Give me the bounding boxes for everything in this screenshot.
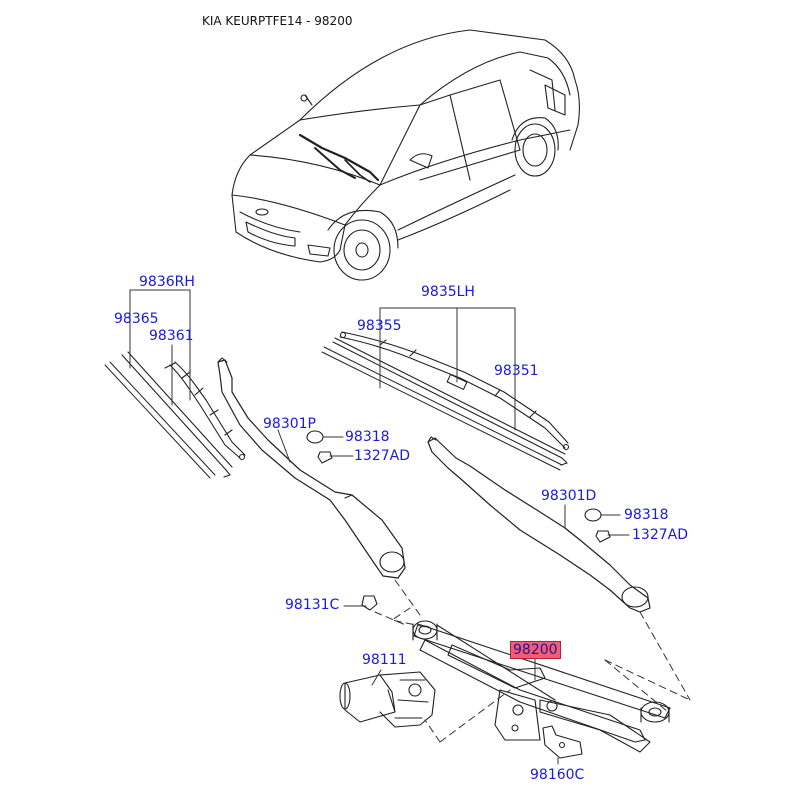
label-98361[interactable]: 98361 (149, 328, 194, 344)
arm-98301p (217, 357, 406, 579)
arm-98301d (427, 436, 651, 613)
cap-98318-right (584, 508, 602, 522)
label-1327ad-left[interactable]: 1327AD (354, 448, 410, 464)
assembly-lines (374, 579, 691, 743)
label-9836rh[interactable]: 9836RH (139, 274, 195, 290)
label-98301d[interactable]: 98301D (541, 488, 597, 504)
diagram-title: KIA KEURPTFE14 - 98200 (202, 14, 353, 28)
label-98351[interactable]: 98351 (494, 363, 539, 379)
label-98318-right[interactable]: 98318 (624, 507, 669, 523)
label-9835lh[interactable]: 9835LH (421, 284, 475, 300)
label-98111[interactable]: 98111 (362, 652, 407, 668)
nut-1327ad-left (317, 451, 333, 464)
nut-98131c (361, 595, 378, 611)
label-98318-left[interactable]: 98318 (345, 429, 390, 445)
label-98131c[interactable]: 98131C (285, 597, 340, 613)
blade-lh (321, 331, 570, 471)
nut-1327ad-right (595, 530, 611, 543)
label-98160c[interactable]: 98160C (530, 767, 585, 783)
label-98200-highlighted[interactable]: 98200 (510, 641, 561, 659)
leader-lines (129, 289, 630, 765)
label-98365[interactable]: 98365 (114, 311, 159, 327)
linkage-98200 (412, 620, 671, 759)
car-illustration (231, 29, 581, 281)
blade-rh (104, 351, 246, 479)
label-98355[interactable]: 98355 (357, 318, 402, 334)
label-1327ad-right[interactable]: 1327AD (632, 527, 688, 543)
label-98301p[interactable]: 98301P (263, 416, 316, 432)
motor-98111 (339, 671, 436, 728)
cap-98318-left (306, 430, 324, 444)
